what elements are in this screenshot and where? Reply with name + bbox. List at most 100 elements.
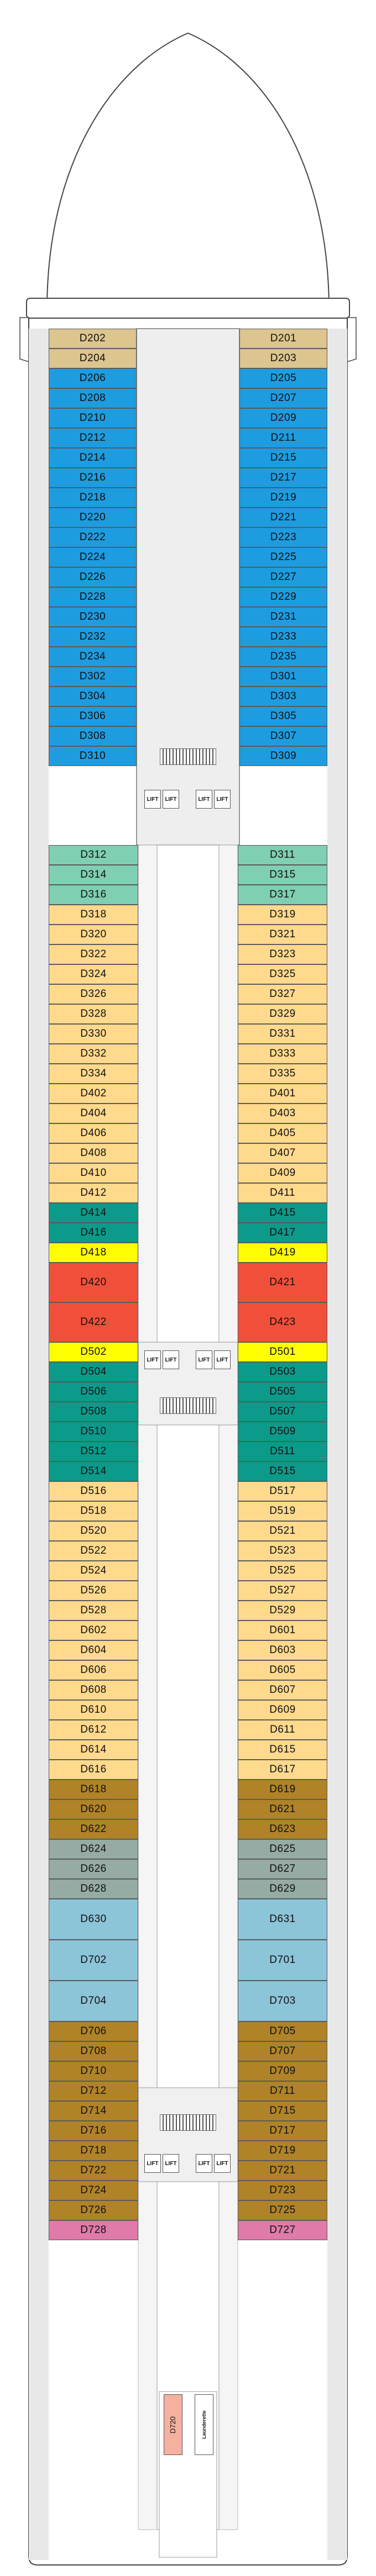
cabin-d316[interactable]: D316	[49, 885, 138, 905]
cabin-d710[interactable]: D710	[49, 2061, 138, 2081]
cabin-d412[interactable]: D412	[49, 1183, 138, 1203]
cabin-d410[interactable]: D410	[49, 1163, 138, 1183]
cabin-d409[interactable]: D409	[238, 1163, 327, 1183]
cabin-d526[interactable]: D526	[49, 1581, 138, 1601]
cabin-d318[interactable]: D318	[49, 905, 138, 925]
cabin-d314[interactable]: D314	[49, 865, 138, 885]
cabin-d718[interactable]: D718	[49, 2141, 138, 2161]
cabin-d601[interactable]: D601	[238, 1620, 327, 1640]
cabin-d501[interactable]: D501	[238, 1342, 327, 1362]
cabin-d335[interactable]: D335	[238, 1064, 327, 1084]
cabin-d310[interactable]: D310	[49, 746, 137, 766]
cabin-d422[interactable]: D422	[49, 1302, 138, 1342]
cabin-d420[interactable]: D420	[49, 1263, 138, 1302]
cabin-d527[interactable]: D527	[238, 1581, 327, 1601]
cabin-d610[interactable]: D610	[49, 1700, 138, 1720]
cabin-d616[interactable]: D616	[49, 1760, 138, 1780]
cabin-d322[interactable]: D322	[49, 944, 138, 964]
cabin-d614[interactable]: D614	[49, 1740, 138, 1760]
cabin-d615[interactable]: D615	[238, 1740, 327, 1760]
cabin-d403[interactable]: D403	[238, 1104, 327, 1123]
cabin-d406[interactable]: D406	[49, 1123, 138, 1143]
cabin-d225[interactable]: D225	[239, 547, 327, 567]
cabin-d305[interactable]: D305	[239, 706, 327, 726]
cabin-d220[interactable]: D220	[49, 508, 137, 527]
cabin-d704[interactable]: D704	[49, 1981, 138, 2021]
cabin-d515[interactable]: D515	[238, 1461, 327, 1481]
cabin-d514[interactable]: D514	[49, 1461, 138, 1481]
cabin-d333[interactable]: D333	[238, 1044, 327, 1064]
cabin-d415[interactable]: D415	[238, 1203, 327, 1223]
cabin-d215[interactable]: D215	[239, 448, 327, 468]
cabin-d502[interactable]: D502	[49, 1342, 138, 1362]
cabin-d617[interactable]: D617	[238, 1760, 327, 1780]
cabin-d702[interactable]: D702	[49, 1940, 138, 1981]
cabin-d203[interactable]: D203	[239, 349, 327, 368]
cabin-d627[interactable]: D627	[238, 1859, 327, 1879]
cabin-d608[interactable]: D608	[49, 1680, 138, 1700]
cabin-d405[interactable]: D405	[238, 1123, 327, 1143]
cabin-d208[interactable]: D208	[49, 388, 137, 408]
cabin-d302[interactable]: D302	[49, 667, 137, 687]
cabin-d705[interactable]: D705	[238, 2021, 327, 2041]
cabin-d714[interactable]: D714	[49, 2101, 138, 2121]
cabin-d234[interactable]: D234	[49, 647, 137, 667]
cabin-d323[interactable]: D323	[238, 944, 327, 964]
cabin-d411[interactable]: D411	[238, 1183, 327, 1203]
cabin-d521[interactable]: D521	[238, 1521, 327, 1541]
cabin-d703[interactable]: D703	[238, 1981, 327, 2021]
cabin-d226[interactable]: D226	[49, 567, 137, 587]
cabin-d727[interactable]: D727	[238, 2220, 327, 2240]
cabin-d709[interactable]: D709	[238, 2061, 327, 2081]
cabin-d232[interactable]: D232	[49, 627, 137, 647]
cabin-d528[interactable]: D528	[49, 1601, 138, 1620]
cabin-d227[interactable]: D227	[239, 567, 327, 587]
cabin-d602[interactable]: D602	[49, 1620, 138, 1640]
cabin-d205[interactable]: D205	[239, 368, 327, 388]
cabin-d706[interactable]: D706	[49, 2021, 138, 2041]
cabin-d320[interactable]: D320	[49, 925, 138, 944]
cabin-d315[interactable]: D315	[238, 865, 327, 885]
cabin-d228[interactable]: D228	[49, 587, 137, 607]
cabin-d728[interactable]: D728	[49, 2220, 138, 2240]
cabin-d519[interactable]: D519	[238, 1501, 327, 1521]
cabin-d331[interactable]: D331	[238, 1024, 327, 1044]
cabin-d312[interactable]: D312	[49, 845, 138, 865]
cabin-d421[interactable]: D421	[238, 1263, 327, 1302]
cabin-d408[interactable]: D408	[49, 1143, 138, 1163]
cabin-d529[interactable]: D529	[238, 1601, 327, 1620]
cabin-d611[interactable]: D611	[238, 1720, 327, 1740]
cabin-d330[interactable]: D330	[49, 1024, 138, 1044]
cabin-d510[interactable]: D510	[49, 1422, 138, 1442]
cabin-d719[interactable]: D719	[238, 2141, 327, 2161]
cabin-d211[interactable]: D211	[239, 428, 327, 448]
cabin-d603[interactable]: D603	[238, 1640, 327, 1660]
cabin-d715[interactable]: D715	[238, 2101, 327, 2121]
cabin-d224[interactable]: D224	[49, 547, 137, 567]
cabin-d306[interactable]: D306	[49, 706, 137, 726]
cabin-d524[interactable]: D524	[49, 1561, 138, 1581]
cabin-d518[interactable]: D518	[49, 1501, 138, 1521]
cabin-d419[interactable]: D419	[238, 1243, 327, 1263]
cabin-d326[interactable]: D326	[49, 984, 138, 1004]
cabin-d618[interactable]: D618	[49, 1780, 138, 1799]
cabin-d321[interactable]: D321	[238, 925, 327, 944]
cabin-d329[interactable]: D329	[238, 1004, 327, 1024]
cabin-d721[interactable]: D721	[238, 2161, 327, 2181]
cabin-d414[interactable]: D414	[49, 1203, 138, 1223]
cabin-d506[interactable]: D506	[49, 1382, 138, 1402]
cabin-d332[interactable]: D332	[49, 1044, 138, 1064]
cabin-d221[interactable]: D221	[239, 508, 327, 527]
cabin-d708[interactable]: D708	[49, 2041, 138, 2061]
cabin-d630[interactable]: D630	[49, 1899, 138, 1940]
cabin-d629[interactable]: D629	[238, 1879, 327, 1899]
cabin-d701[interactable]: D701	[238, 1940, 327, 1981]
cabin-d507[interactable]: D507	[238, 1402, 327, 1422]
cabin-d210[interactable]: D210	[49, 408, 137, 428]
cabin-d209[interactable]: D209	[239, 408, 327, 428]
cabin-d217[interactable]: D217	[239, 468, 327, 488]
cabin-d712[interactable]: D712	[49, 2081, 138, 2101]
cabin-d619[interactable]: D619	[238, 1780, 327, 1799]
cabin-d223[interactable]: D223	[239, 527, 327, 547]
cabin-d218[interactable]: D218	[49, 488, 137, 508]
